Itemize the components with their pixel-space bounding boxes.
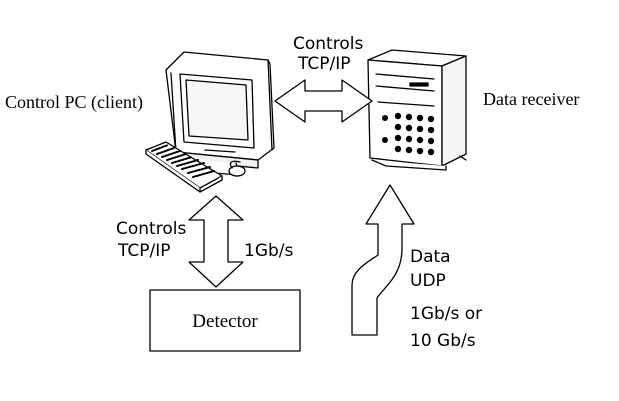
left-link-rate-label: 1Gb/s bbox=[244, 241, 294, 261]
left-link-protocol-label: TCP/IP bbox=[118, 241, 171, 261]
data-link-protocol-label: UDP bbox=[410, 271, 446, 291]
detector-box bbox=[149, 289, 301, 352]
data-link-data-label: Data bbox=[410, 247, 451, 267]
data-receiver-server-icon bbox=[367, 49, 467, 171]
left-link-controls-label: Controls bbox=[116, 219, 187, 239]
data-link-rate-label-2: 10 Gb/s bbox=[410, 331, 476, 351]
keyboard-icon bbox=[145, 141, 223, 193]
data-curved-arrow bbox=[351, 184, 415, 336]
top-link-controls-label: Controls bbox=[293, 34, 364, 54]
detector-label: Detector bbox=[192, 311, 258, 332]
data-link-rate-label-1: 1Gb/s or bbox=[410, 304, 483, 324]
top-link-protocol-label: TCP/IP bbox=[298, 54, 351, 74]
controls-double-arrow-horizontal bbox=[274, 79, 373, 123]
mouse-icon bbox=[228, 160, 246, 177]
control-pc-label: Control PC (client) bbox=[5, 92, 143, 112]
controls-double-arrow-vertical bbox=[188, 195, 244, 288]
data-receiver-label: Data receiver bbox=[483, 89, 580, 109]
